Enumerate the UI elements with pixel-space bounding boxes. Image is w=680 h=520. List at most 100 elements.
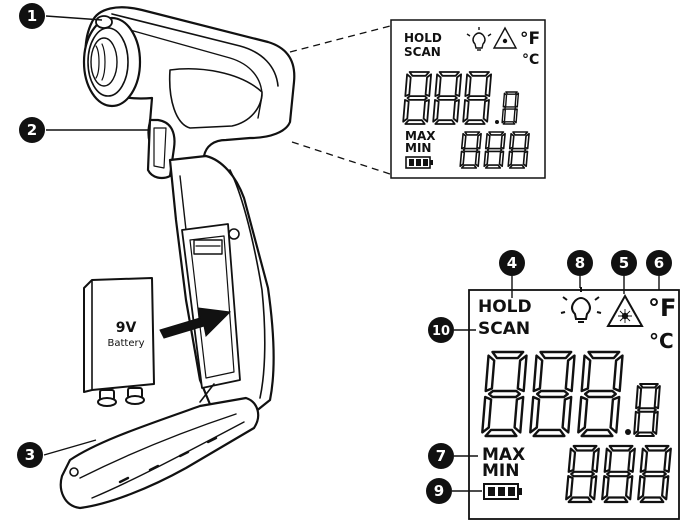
large-main-digit xyxy=(481,350,528,438)
lcd-segment xyxy=(564,354,576,393)
lcd-segment xyxy=(609,395,621,434)
small-sub-digit xyxy=(459,131,482,169)
lcd-segment xyxy=(404,73,412,97)
lcd-segment xyxy=(422,99,430,123)
small-scan-label: SCAN xyxy=(404,45,441,59)
zoom-line-bottom xyxy=(291,141,391,175)
large-decimal-point xyxy=(625,429,631,435)
small-sub-digit xyxy=(483,131,506,169)
lcd-segment xyxy=(608,444,634,452)
small-decimal-point xyxy=(495,120,499,124)
lcd-segment xyxy=(570,470,595,478)
lcd-segment xyxy=(529,395,541,434)
lcd-segment xyxy=(522,150,529,168)
callout-10: 10 xyxy=(428,317,454,343)
lcd-segment xyxy=(487,389,521,399)
small-backlight-icon xyxy=(466,27,492,51)
svg-text:7: 7 xyxy=(436,447,446,465)
lcd-segment xyxy=(512,131,529,136)
lcd-segment xyxy=(460,164,478,169)
large-decimal-digit xyxy=(633,383,661,437)
lcd-segment xyxy=(637,475,646,501)
large-main-digit xyxy=(529,350,576,438)
lcd-segment xyxy=(502,92,508,108)
lcd-segment xyxy=(408,71,430,77)
large-sub-digit xyxy=(601,444,636,504)
lcd-segment xyxy=(483,150,490,168)
lcd-segment xyxy=(606,470,631,478)
lcd-segment xyxy=(524,132,530,150)
lcd-segment xyxy=(462,99,470,123)
small-main-digit xyxy=(402,71,433,125)
lcd-segment xyxy=(588,475,598,501)
lcd-segment xyxy=(434,73,442,97)
large-sub-digit xyxy=(565,444,600,504)
lcd-segment xyxy=(583,389,617,399)
lcd-segment xyxy=(603,496,629,504)
lcd-segment xyxy=(639,496,665,504)
lcd-segment xyxy=(637,407,657,413)
lcd-segment xyxy=(639,447,649,473)
svg-text:5: 5 xyxy=(619,254,629,272)
lcd-segment xyxy=(498,150,505,168)
lcd-segment xyxy=(402,99,410,123)
small-max-label: MAX xyxy=(405,129,436,143)
lcd-segment xyxy=(660,475,670,501)
callout-4: 4 xyxy=(499,250,525,276)
lcd-segment xyxy=(532,428,566,438)
large-sub-digit xyxy=(637,444,672,504)
insert-arrow-icon xyxy=(159,307,232,339)
large-backlight-icon xyxy=(560,287,602,323)
battery-door xyxy=(59,396,260,510)
svg-text:1: 1 xyxy=(27,7,37,25)
svg-text:8: 8 xyxy=(575,254,585,272)
callout-7: 7 xyxy=(428,443,454,469)
lcd-segment xyxy=(488,131,505,136)
lcd-segment xyxy=(601,475,610,501)
lcd-segment xyxy=(484,132,491,150)
lcd-segment xyxy=(484,164,502,169)
lcd-segment xyxy=(501,108,506,124)
lcd-segment xyxy=(459,150,466,168)
small-battery-icon xyxy=(405,156,433,169)
lcd-segment xyxy=(462,147,479,153)
callout-8: 8 xyxy=(567,250,593,276)
lcd-segment xyxy=(633,410,641,435)
lcd-segment xyxy=(464,131,481,136)
lcd-segment xyxy=(452,99,460,123)
lcd-segment xyxy=(510,147,527,153)
lcd-segment xyxy=(508,132,515,150)
lcd-segment xyxy=(565,475,574,501)
lcd-segment xyxy=(468,71,490,77)
small-sub-digits xyxy=(459,131,530,169)
large-min-label: MIN xyxy=(482,461,519,481)
lcd-segment xyxy=(474,150,481,168)
lcd-segment xyxy=(561,395,573,434)
lcd-segment xyxy=(503,106,517,110)
lcd-segment xyxy=(627,447,636,473)
lcd-segment xyxy=(572,444,598,452)
lcd-segment xyxy=(580,354,592,393)
lcd-segment xyxy=(476,132,482,150)
lcd-segment xyxy=(436,95,458,101)
large-unit-c: °C xyxy=(649,329,674,353)
lcd-segment xyxy=(438,71,460,77)
lcd-segment xyxy=(432,99,440,123)
lcd-segment xyxy=(635,385,643,410)
small-laser-icon xyxy=(492,26,518,49)
lcd-segment xyxy=(508,164,526,169)
small-unit-f: °F xyxy=(520,29,540,49)
lcd-segment xyxy=(567,447,577,473)
display-inset-small: HOLD SCAN °F °C MAX MIN xyxy=(390,19,546,179)
svg-text:4: 4 xyxy=(507,254,517,272)
lcd-segment xyxy=(484,73,493,97)
lcd-segment xyxy=(516,354,528,393)
callout-1: 1 xyxy=(19,3,45,29)
small-unit-c: °C xyxy=(522,52,539,68)
lcd-segment xyxy=(639,383,659,389)
lcd-segment xyxy=(434,119,456,125)
lcd-segment xyxy=(481,395,493,434)
lcd-segment xyxy=(484,428,518,438)
callout-9: 9 xyxy=(426,478,452,504)
